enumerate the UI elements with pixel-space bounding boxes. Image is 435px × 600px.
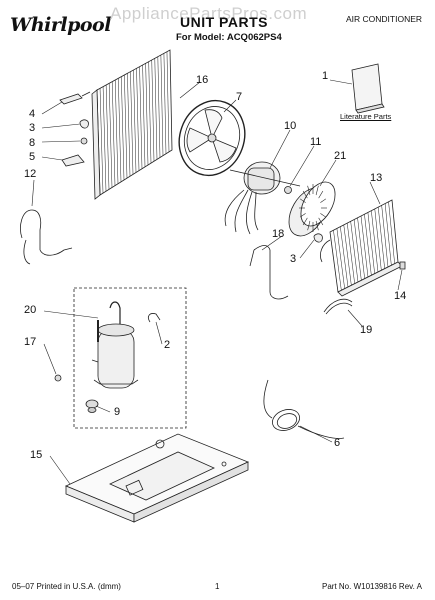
literature-parts-label: Literature Parts — [340, 112, 392, 121]
motor-clip — [284, 186, 292, 194]
callout-7: 7 — [236, 91, 243, 103]
callout-8: 8 — [29, 137, 36, 149]
callout-12: 12 — [24, 168, 37, 180]
callout-9: 9 — [114, 406, 121, 418]
compressor — [91, 301, 139, 389]
coil-fastener — [399, 261, 406, 270]
callout-4: 4 — [29, 108, 36, 120]
callout-3-right: 3 — [290, 253, 297, 265]
condenser-coil — [91, 49, 173, 200]
product-category: AIR CONDITIONER — [346, 14, 423, 24]
footer-page-number: 1 — [215, 582, 220, 591]
compressor-mount — [85, 399, 99, 413]
page-title: UNIT PARTS — [180, 14, 268, 30]
callout-11: 11 — [310, 136, 322, 148]
callout-2: 2 — [164, 339, 171, 351]
compressor-wire — [148, 313, 161, 323]
evaporator-coil — [320, 199, 403, 297]
callout-13: 13 — [370, 172, 383, 184]
callout-16: 16 — [196, 74, 209, 86]
drain-tube — [249, 245, 289, 300]
callout-3-left: 3 — [29, 122, 36, 134]
callout-19: 19 — [360, 324, 373, 336]
callout-5: 5 — [29, 151, 36, 163]
leader-lines — [31, 79, 403, 485]
clip-right — [313, 233, 323, 243]
callout-6: 6 — [334, 437, 341, 449]
whirlpool-logo: Whirlpool — [10, 14, 111, 36]
fan-blade — [178, 99, 246, 177]
blower-wheel — [288, 181, 336, 237]
fan-motor — [224, 161, 301, 235]
callout-17: 17 — [24, 336, 37, 348]
nut — [54, 374, 62, 382]
capillary-tube — [263, 379, 345, 439]
footer-part-number: Part No. W10139816 Rev. A — [322, 582, 422, 591]
drain-hose — [20, 209, 73, 265]
callout-10: 10 — [284, 120, 297, 132]
callout-18: 18 — [272, 228, 285, 240]
base-pan — [65, 433, 250, 523]
callout-14: 14 — [394, 290, 407, 302]
callout-21: 21 — [334, 150, 347, 162]
bracket — [323, 298, 353, 315]
callout-1: 1 — [322, 70, 329, 82]
callout-20: 20 — [24, 304, 37, 316]
literature-booklet — [351, 63, 385, 114]
compressor-group-box — [73, 287, 187, 429]
callout-15: 15 — [30, 449, 43, 461]
watermark: AppliancePartsPros.com — [110, 4, 308, 23]
footer-printed: 05–07 Printed in U.S.A. (dmm) — [12, 582, 121, 591]
hardware-left — [59, 91, 91, 167]
model-line: For Model: ACQ062PS4 — [176, 32, 282, 43]
